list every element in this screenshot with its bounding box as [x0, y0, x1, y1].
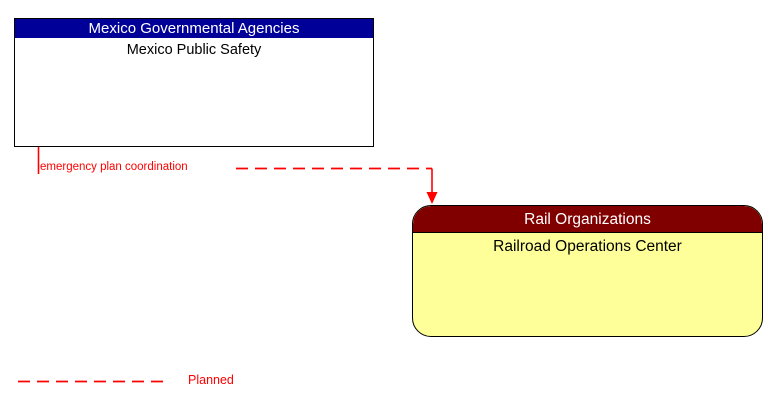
node-railroad-operations-center[interactable]: Rail Organizations Railroad Operations C…: [412, 205, 763, 337]
flow-arrowhead-icon: [426, 192, 438, 204]
legend-line-planned-icon: [18, 380, 170, 383]
node-stereotype-mexico-public-safety: Mexico Governmental Agencies: [15, 19, 373, 38]
node-mexico-public-safety[interactable]: Mexico Governmental Agencies Mexico Publ…: [14, 18, 374, 147]
legend: Planned: [0, 368, 280, 396]
legend-label-planned: Planned: [188, 373, 234, 387]
node-name-railroad-operations-center: Railroad Operations Center: [493, 238, 682, 255]
node-name-mexico-public-safety: Mexico Public Safety: [126, 42, 262, 58]
node-stereotype-railroad-operations-center: Rail Organizations: [413, 206, 762, 233]
flow-label-emergency-plan-coordination: emergency plan coordination: [40, 161, 188, 173]
